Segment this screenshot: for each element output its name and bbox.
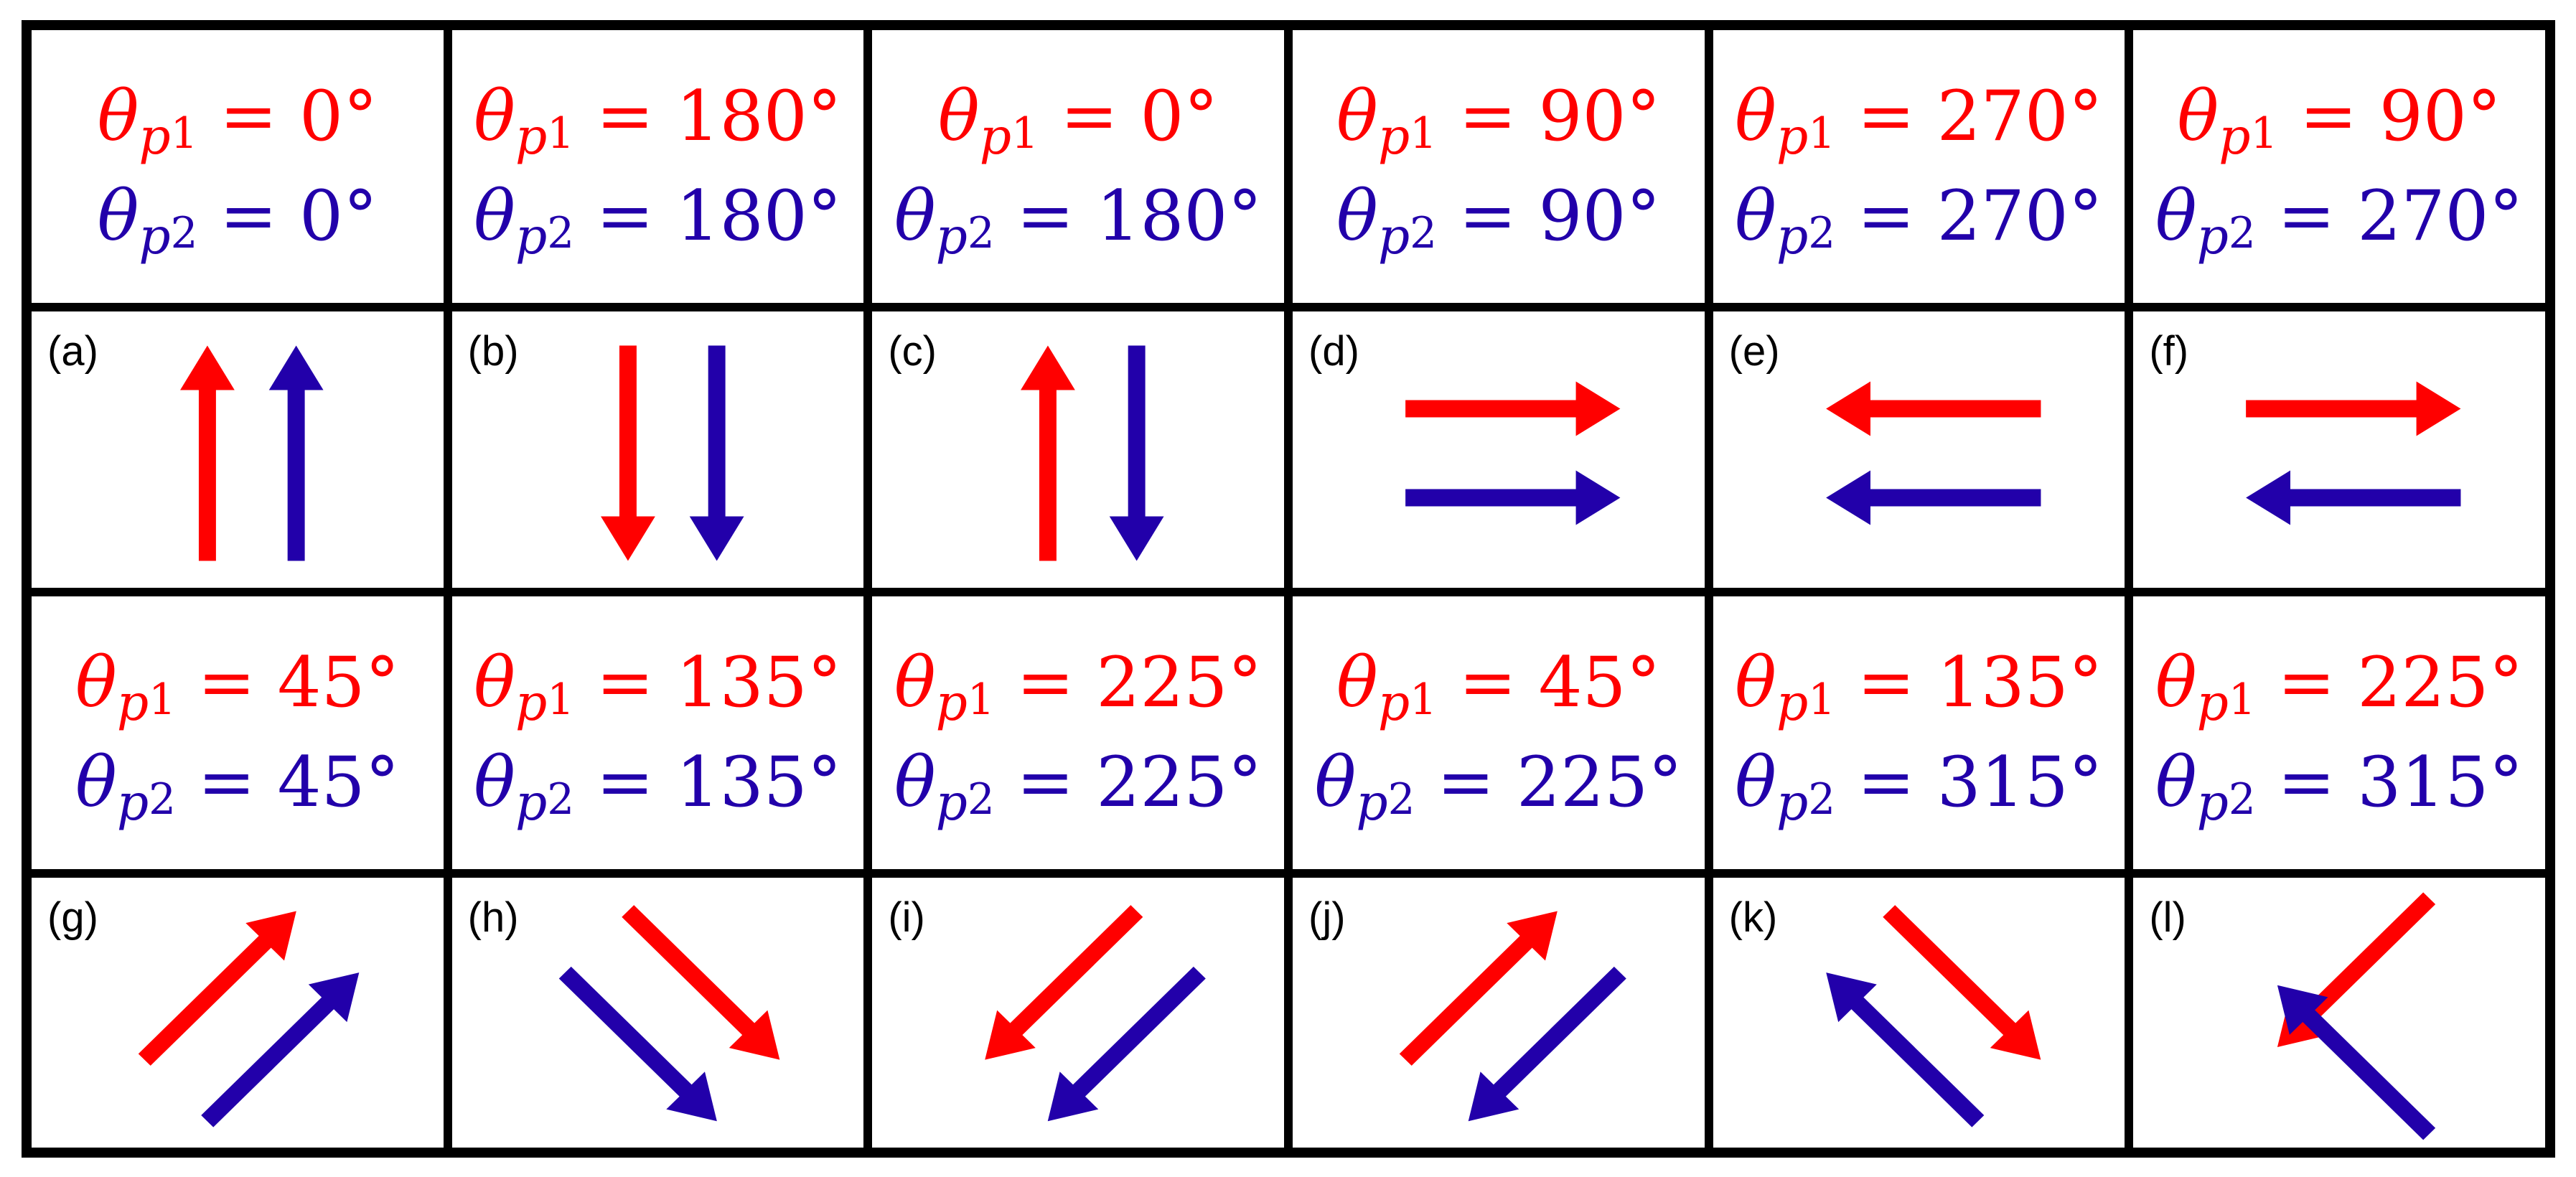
p1-arrow: [2246, 381, 2461, 436]
arrow-panel: (a): [32, 311, 444, 588]
p1-arrow: [985, 905, 1143, 1060]
arrow-panel: (f): [2133, 311, 2545, 588]
theta-p1-equation: θp1 = 135°: [1735, 642, 2103, 733]
arrow-panel: (b): [451, 311, 864, 588]
arrow-panel: (e): [1713, 311, 2125, 588]
p1-arrow: [1882, 905, 2041, 1060]
theta-p1-equation: θp1 = 225°: [2155, 642, 2524, 733]
p2-arrow: [1825, 470, 2041, 525]
theta-p1-equation: θp1 = 0°: [937, 75, 1219, 167]
angle-label-cell: θp1 = 0°θp2 = 0°: [32, 30, 444, 303]
arrow-panel: (h): [451, 878, 864, 1148]
angle-label-cell: θp1 = 0°θp2 = 180°: [872, 30, 1284, 303]
arrow-panel: (c): [872, 311, 1284, 588]
p2-arrow: [1405, 470, 1621, 525]
arrow-svg: [1405, 381, 1621, 525]
p2-arrow: [2277, 985, 2436, 1140]
p2-arrow: [268, 345, 324, 561]
theta-p2-equation: θp2 = 225°: [1314, 742, 1683, 833]
p2-arrow: [1048, 966, 1207, 1122]
arrow-panel: (l): [2133, 878, 2545, 1148]
angle-label-cell: θp1 = 45°θp2 = 225°: [1293, 596, 1705, 869]
p1-arrow: [621, 905, 779, 1060]
p1-arrow: [2277, 892, 2436, 1047]
theta-p2-equation: θp2 = 45°: [75, 742, 400, 833]
theta-p2-equation: θp2 = 180°: [894, 176, 1263, 266]
p1-arrow: [600, 345, 655, 561]
panel-label: (j): [1308, 894, 1346, 941]
arrow-svg: [1021, 345, 1164, 561]
theta-p2-equation: θp2 = 315°: [2155, 742, 2524, 833]
p2-arrow: [1468, 966, 1626, 1122]
panel-label: (d): [1308, 328, 1359, 375]
theta-p2-equation: θp2 = 90°: [1336, 176, 1661, 266]
arrow-svg: [985, 905, 1207, 1122]
panel-label: (a): [47, 328, 98, 375]
angle-label-cell: θp1 = 225°θp2 = 225°: [872, 596, 1284, 869]
theta-p1-equation: θp1 = 45°: [75, 642, 400, 733]
theta-p1-equation: θp1 = 90°: [1336, 75, 1661, 167]
arrow-panel: (i): [872, 878, 1284, 1148]
p1-arrow: [138, 911, 296, 1066]
theta-p1-equation: θp1 = 135°: [474, 642, 842, 733]
panel-label: (f): [2149, 328, 2189, 375]
theta-p1-equation: θp1 = 45°: [1336, 642, 1661, 733]
p2-arrow: [1110, 345, 1164, 561]
panel-label: (e): [1728, 328, 1780, 375]
arrow-svg: [1399, 911, 1626, 1122]
p2-arrow: [558, 966, 717, 1122]
p1-arrow: [180, 345, 235, 561]
arrow-svg: [180, 345, 324, 561]
theta-p1-equation: θp1 = 180°: [474, 75, 842, 167]
angle-label-cell: θp1 = 225°θp2 = 315°: [2133, 596, 2545, 869]
arrow-panel: (k): [1713, 878, 2125, 1148]
theta-p2-equation: θp2 = 270°: [2155, 176, 2524, 266]
arrow-panel: (d): [1293, 311, 1705, 588]
angle-label-cell: θp1 = 90°θp2 = 90°: [1293, 30, 1705, 303]
angle-label-cell: θp1 = 270°θp2 = 270°: [1713, 30, 2125, 303]
panel-label: (c): [888, 328, 937, 375]
arrow-panel: (g): [32, 878, 444, 1148]
p2-arrow: [689, 345, 744, 561]
theta-p2-equation: θp2 = 0°: [97, 176, 378, 266]
theta-p1-equation: θp1 = 225°: [894, 642, 1263, 733]
panel-label: (k): [1728, 894, 1778, 941]
panel-label: (h): [467, 894, 519, 941]
arrow-svg: [2246, 381, 2461, 525]
theta-p2-equation: θp2 = 135°: [474, 742, 842, 833]
p2-arrow: [1825, 972, 1984, 1127]
p2-arrow: [2246, 470, 2461, 525]
arrow-svg: [138, 911, 360, 1127]
panel-label: (i): [888, 894, 925, 941]
theta-p2-equation: θp2 = 315°: [1735, 742, 2103, 833]
angle-label-cell: θp1 = 180°θp2 = 180°: [451, 30, 864, 303]
polarization-grid: θp1 = 0°θp2 = 0°θp1 = 180°θp2 = 180°θp1 …: [22, 20, 2555, 1158]
theta-p2-equation: θp2 = 225°: [894, 742, 1263, 833]
arrow-svg: [1825, 381, 2041, 525]
angle-label-cell: θp1 = 45°θp2 = 45°: [32, 596, 444, 869]
arrow-svg: [600, 345, 744, 561]
angle-label-cell: θp1 = 135°θp2 = 135°: [451, 596, 864, 869]
arrow-svg: [558, 905, 779, 1122]
theta-p2-equation: θp2 = 180°: [474, 176, 842, 266]
panel-label: (l): [2149, 894, 2186, 941]
arrow-panel: (j): [1293, 878, 1705, 1148]
p1-arrow: [1021, 345, 1076, 561]
theta-p1-equation: θp1 = 0°: [97, 75, 378, 167]
p2-arrow: [201, 972, 360, 1127]
arrow-svg: [1825, 905, 2041, 1127]
panel-label: (g): [47, 894, 98, 941]
arrow-svg: [2277, 892, 2436, 1140]
p1-arrow: [1399, 911, 1558, 1066]
theta-p1-equation: θp1 = 270°: [1735, 75, 2103, 167]
panel-label: (b): [467, 328, 519, 375]
theta-p1-equation: θp1 = 90°: [2177, 75, 2501, 167]
angle-label-cell: θp1 = 135°θp2 = 315°: [1713, 596, 2125, 869]
theta-p2-equation: θp2 = 270°: [1735, 176, 2103, 266]
p1-arrow: [1405, 381, 1621, 436]
p1-arrow: [1825, 381, 2041, 436]
angle-label-cell: θp1 = 90°θp2 = 270°: [2133, 30, 2545, 303]
